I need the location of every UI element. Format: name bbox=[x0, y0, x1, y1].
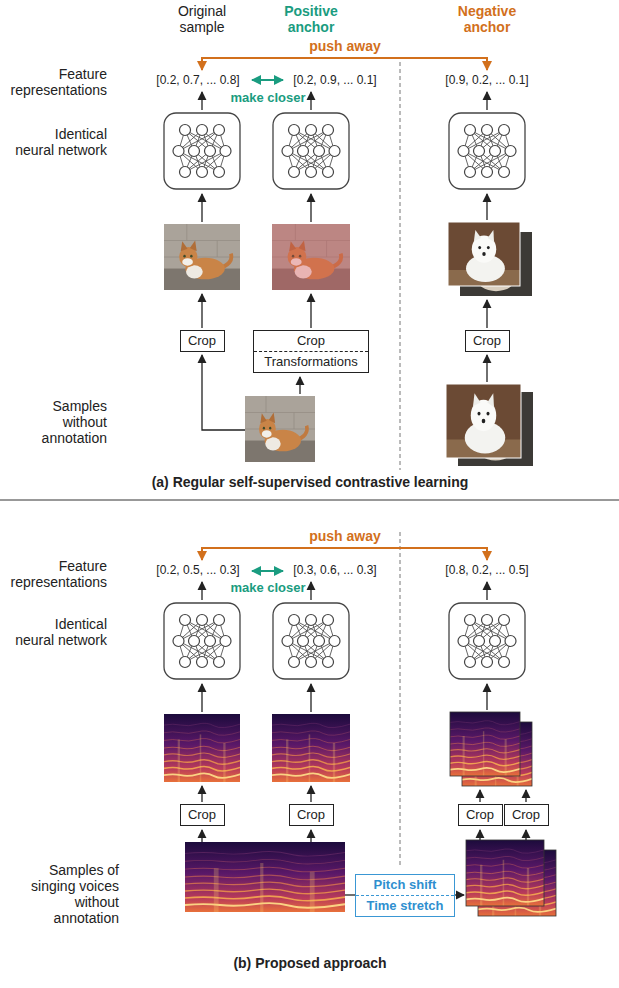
neural-network-icon bbox=[449, 113, 525, 189]
row-label: Feature representations bbox=[3, 66, 107, 98]
flow-arrow bbox=[310, 194, 311, 222]
flow-arrow bbox=[479, 830, 480, 840]
flow-arrow bbox=[310, 684, 311, 712]
column-header: Positive anchor bbox=[274, 3, 348, 35]
operation-box: Crop bbox=[180, 804, 225, 826]
box-text: Crop bbox=[465, 807, 496, 823]
flow-arrow bbox=[525, 830, 526, 840]
column-header: Negative anchor bbox=[450, 3, 524, 35]
flow-arrow bbox=[201, 786, 202, 802]
flow-arrow bbox=[201, 92, 202, 110]
spectrogram bbox=[272, 714, 350, 782]
flow-arrow bbox=[310, 830, 311, 842]
operation-box: Crop bbox=[458, 804, 503, 826]
flow-line bbox=[345, 894, 355, 895]
divider-line bbox=[400, 62, 401, 470]
relation-label: push away bbox=[309, 528, 381, 544]
spectrogram-border bbox=[450, 712, 520, 776]
operation-box: Crop bbox=[465, 330, 510, 352]
flow-arrow bbox=[201, 684, 202, 712]
divider-line bbox=[400, 532, 401, 866]
row-label: Identical neural network bbox=[15, 126, 107, 158]
feature-vector: [0.2, 0.7, ... 0.8] bbox=[156, 73, 239, 88]
make-closer-arrow bbox=[252, 79, 283, 81]
dog-photo bbox=[446, 384, 521, 458]
push-away-arrow bbox=[202, 58, 487, 70]
relation-label: make closer bbox=[230, 90, 305, 106]
neural-network-icon bbox=[164, 603, 240, 679]
flow-arrow bbox=[486, 194, 487, 220]
row-label: Feature representations bbox=[3, 558, 107, 590]
cat-photo bbox=[164, 224, 240, 290]
color-transform-tint bbox=[272, 224, 350, 290]
spectrogram bbox=[185, 842, 345, 912]
spectrogram bbox=[466, 840, 544, 906]
flow-arrow bbox=[201, 294, 202, 328]
augmentation-box: Pitch shiftTime stretch bbox=[355, 874, 455, 917]
operation-box: Crop bbox=[289, 804, 334, 826]
row-label: Samples of singing voices without annota… bbox=[15, 862, 119, 926]
panel-caption: (a) Regular self-supervised contrastive … bbox=[152, 474, 469, 490]
row-label: Identical neural network bbox=[15, 616, 107, 648]
make-closer-arrow bbox=[252, 570, 283, 572]
box-text: Time stretch bbox=[356, 895, 454, 914]
panel-separator bbox=[0, 500, 619, 501]
flow-arrow bbox=[310, 294, 311, 328]
feature-vector: [0.9, 0.2, ... 0.1] bbox=[445, 73, 528, 88]
flow-arrow bbox=[486, 92, 487, 110]
box-text: Crop bbox=[260, 333, 362, 349]
box-text: Crop bbox=[187, 333, 218, 349]
box-text: Crop bbox=[187, 807, 218, 823]
neural-network-icon bbox=[273, 113, 349, 189]
feature-vector: [0.8, 0.2, ... 0.5] bbox=[445, 563, 528, 578]
flow-arrow bbox=[202, 355, 245, 430]
flow-arrow bbox=[299, 377, 300, 394]
flow-arrow bbox=[455, 894, 464, 895]
operation-box: CropTransformations bbox=[253, 330, 369, 373]
box-text: Crop bbox=[472, 333, 503, 349]
feature-vector: [0.2, 0.9, ... 0.1] bbox=[293, 73, 376, 88]
flow-arrow bbox=[310, 786, 311, 802]
spectrogram bbox=[164, 714, 240, 782]
dog-photo bbox=[448, 222, 520, 286]
spectrogram-border bbox=[466, 840, 544, 906]
feature-vector: [0.3, 0.6, ... 0.3] bbox=[293, 563, 376, 578]
column-header: Original sample bbox=[165, 3, 239, 35]
flow-arrow bbox=[201, 194, 202, 222]
cat-photo bbox=[272, 224, 350, 290]
operation-box: Crop bbox=[180, 330, 225, 352]
flow-arrow bbox=[310, 582, 311, 600]
operation-box: Crop bbox=[504, 804, 549, 826]
flow-arrow bbox=[486, 582, 487, 600]
flow-arrow bbox=[310, 92, 311, 110]
spectrogram bbox=[450, 712, 520, 776]
flow-arrows bbox=[202, 92, 487, 430]
relation-label: make closer bbox=[230, 580, 305, 596]
photo-border bbox=[446, 384, 521, 458]
box-text: Transformations bbox=[254, 351, 368, 370]
flow-arrow bbox=[525, 790, 526, 802]
photo-border bbox=[448, 222, 520, 286]
flow-arrow bbox=[486, 355, 487, 382]
box-text: Pitch shift bbox=[362, 877, 448, 893]
cat-photo bbox=[245, 396, 315, 462]
flow-arrows bbox=[202, 582, 526, 895]
feature-vector: [0.2, 0.5, ... 0.3] bbox=[156, 563, 239, 578]
flow-arrow bbox=[201, 830, 202, 842]
row-label: Samples without annotation bbox=[15, 398, 107, 446]
neural-network-icon bbox=[164, 113, 240, 189]
box-text: Crop bbox=[296, 807, 327, 823]
flow-arrow bbox=[486, 300, 487, 328]
relation-label: push away bbox=[309, 38, 381, 54]
flow-arrow bbox=[201, 582, 202, 600]
flow-arrow bbox=[479, 790, 480, 802]
push-away-arrow bbox=[202, 548, 487, 560]
neural-network-icon bbox=[273, 603, 349, 679]
neural-network-icon bbox=[449, 603, 525, 679]
flow-arrow bbox=[486, 684, 487, 710]
box-text: Crop bbox=[511, 807, 542, 823]
panel-caption: (b) Proposed approach bbox=[233, 955, 386, 971]
